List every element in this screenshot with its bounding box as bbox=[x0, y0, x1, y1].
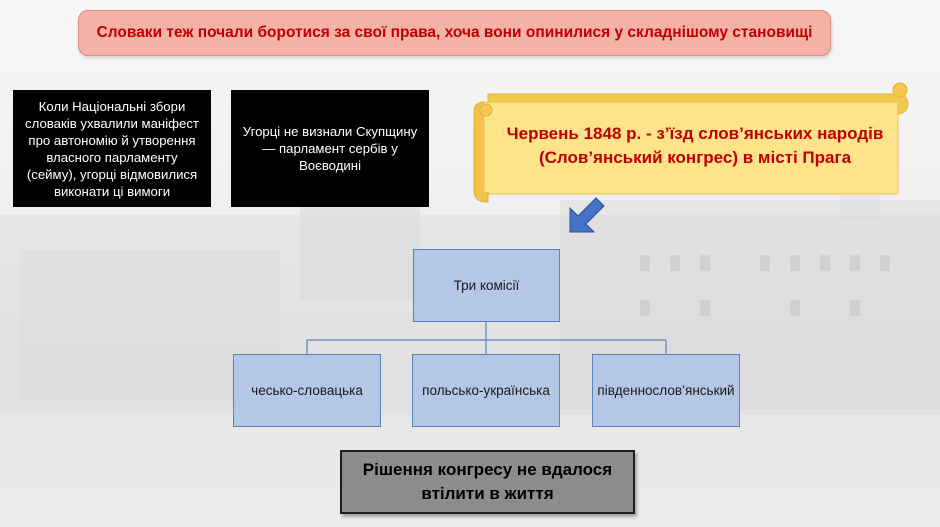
diagram-child-label: чесько-словацька bbox=[251, 383, 363, 398]
arrow-down-left-icon bbox=[569, 197, 605, 233]
title-banner-text: Словаки теж почали боротися за свої прав… bbox=[96, 24, 813, 41]
diagram-child-node: чесько-словацька bbox=[233, 354, 381, 427]
scroll-shape bbox=[473, 82, 909, 203]
diagram-child-label: польсько-українська bbox=[422, 383, 550, 398]
diagram-child-label: південнослов’янський bbox=[597, 383, 735, 398]
serbian-skupshchyna-box: Угорці не визнали Скупщину — парламент с… bbox=[231, 90, 429, 207]
congress-result-box: Рішення конгресу не вдалося втілити в жи… bbox=[340, 450, 635, 514]
slovak-manifesto-text: Коли Національні збори словаків ухвалили… bbox=[25, 98, 199, 199]
diagram-child-node: південнослов’янський bbox=[592, 354, 740, 427]
congress-result-text: Рішення конгресу не вдалося втілити в жи… bbox=[362, 460, 613, 503]
diagram-root-label: Три комісії bbox=[453, 278, 520, 293]
title-banner: Словаки теж почали боротися за свої прав… bbox=[78, 10, 831, 56]
diagram-root-node: Три комісії bbox=[413, 249, 560, 322]
serbian-skupshchyna-text: Угорці не визнали Скупщину — парламент с… bbox=[242, 124, 418, 173]
prague-congress-scroll: Червень 1848 р. - з’їзд слов’янських нар… bbox=[470, 80, 916, 208]
prague-congress-text: Червень 1848 р. - з’їзд слов’янських нар… bbox=[506, 124, 884, 167]
diagram-child-node: польсько-українська bbox=[412, 354, 560, 427]
slovak-manifesto-box: Коли Національні збори словаків ухвалили… bbox=[13, 90, 211, 207]
